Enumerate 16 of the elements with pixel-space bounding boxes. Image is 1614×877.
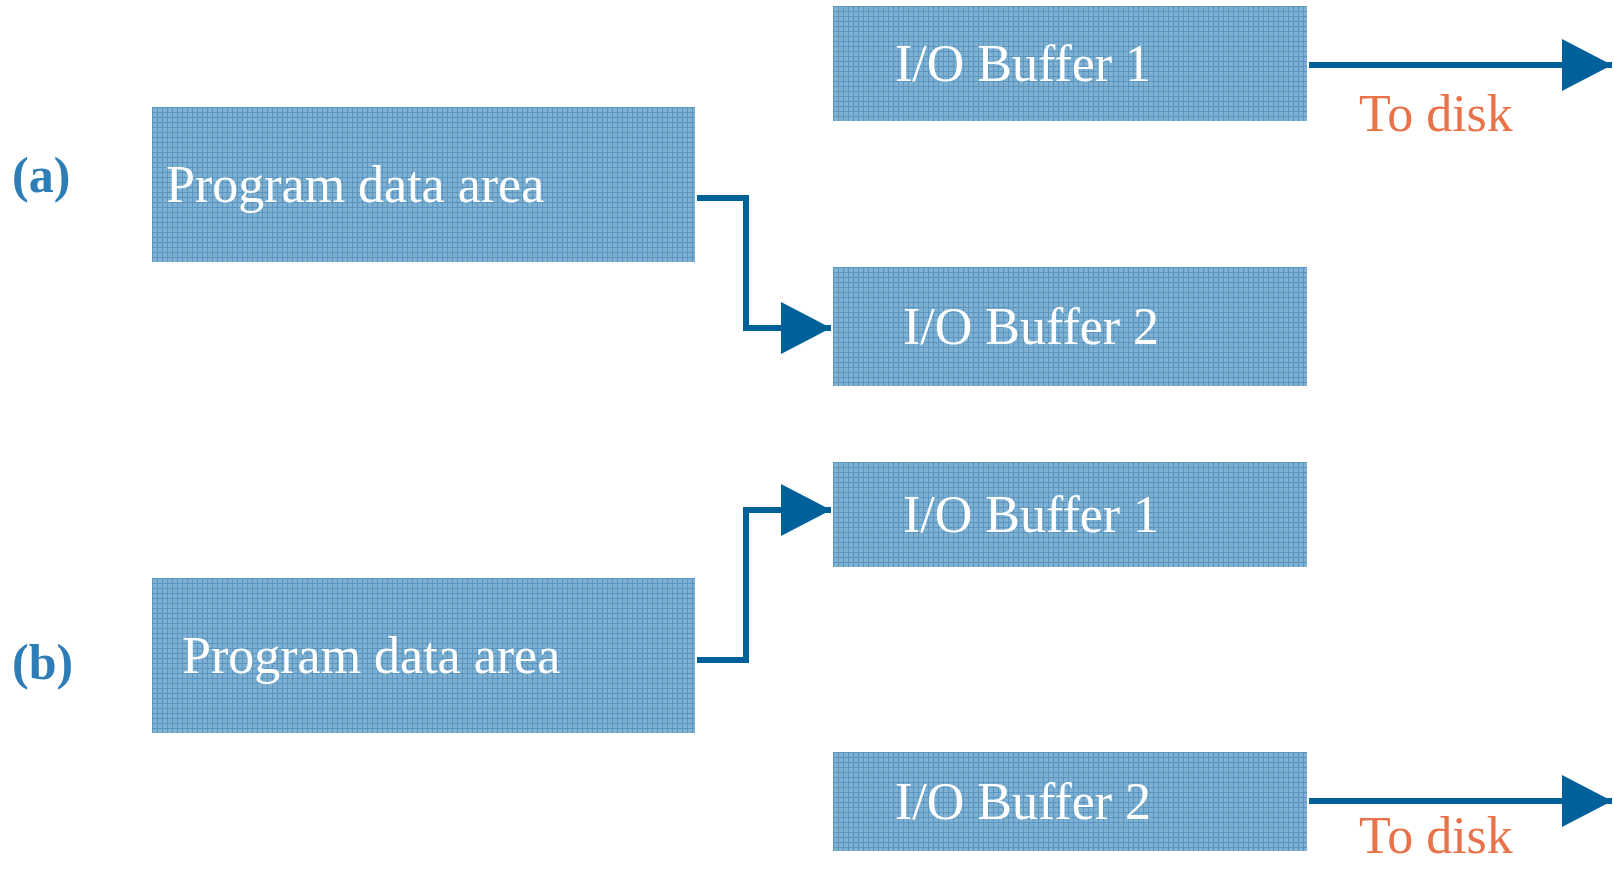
box-text: I/O Buffer 1 (895, 37, 1152, 90)
arrow (1309, 39, 1612, 91)
buffer-box (833, 6, 1307, 121)
buffer-box (833, 462, 1307, 567)
box-text: I/O Buffer 2 (903, 300, 1160, 353)
arrow (697, 195, 831, 354)
arrow (1309, 775, 1612, 827)
box-text: I/O Buffer 1 (903, 488, 1160, 541)
arrow (697, 484, 831, 663)
buffer-box (152, 578, 695, 733)
buffer-box (152, 107, 695, 262)
box-text: Program data area (182, 629, 561, 682)
buffer-box (833, 752, 1307, 851)
box-text: Program data area (166, 158, 545, 211)
box-text: I/O Buffer 2 (895, 775, 1152, 828)
buffer-box (833, 267, 1307, 386)
